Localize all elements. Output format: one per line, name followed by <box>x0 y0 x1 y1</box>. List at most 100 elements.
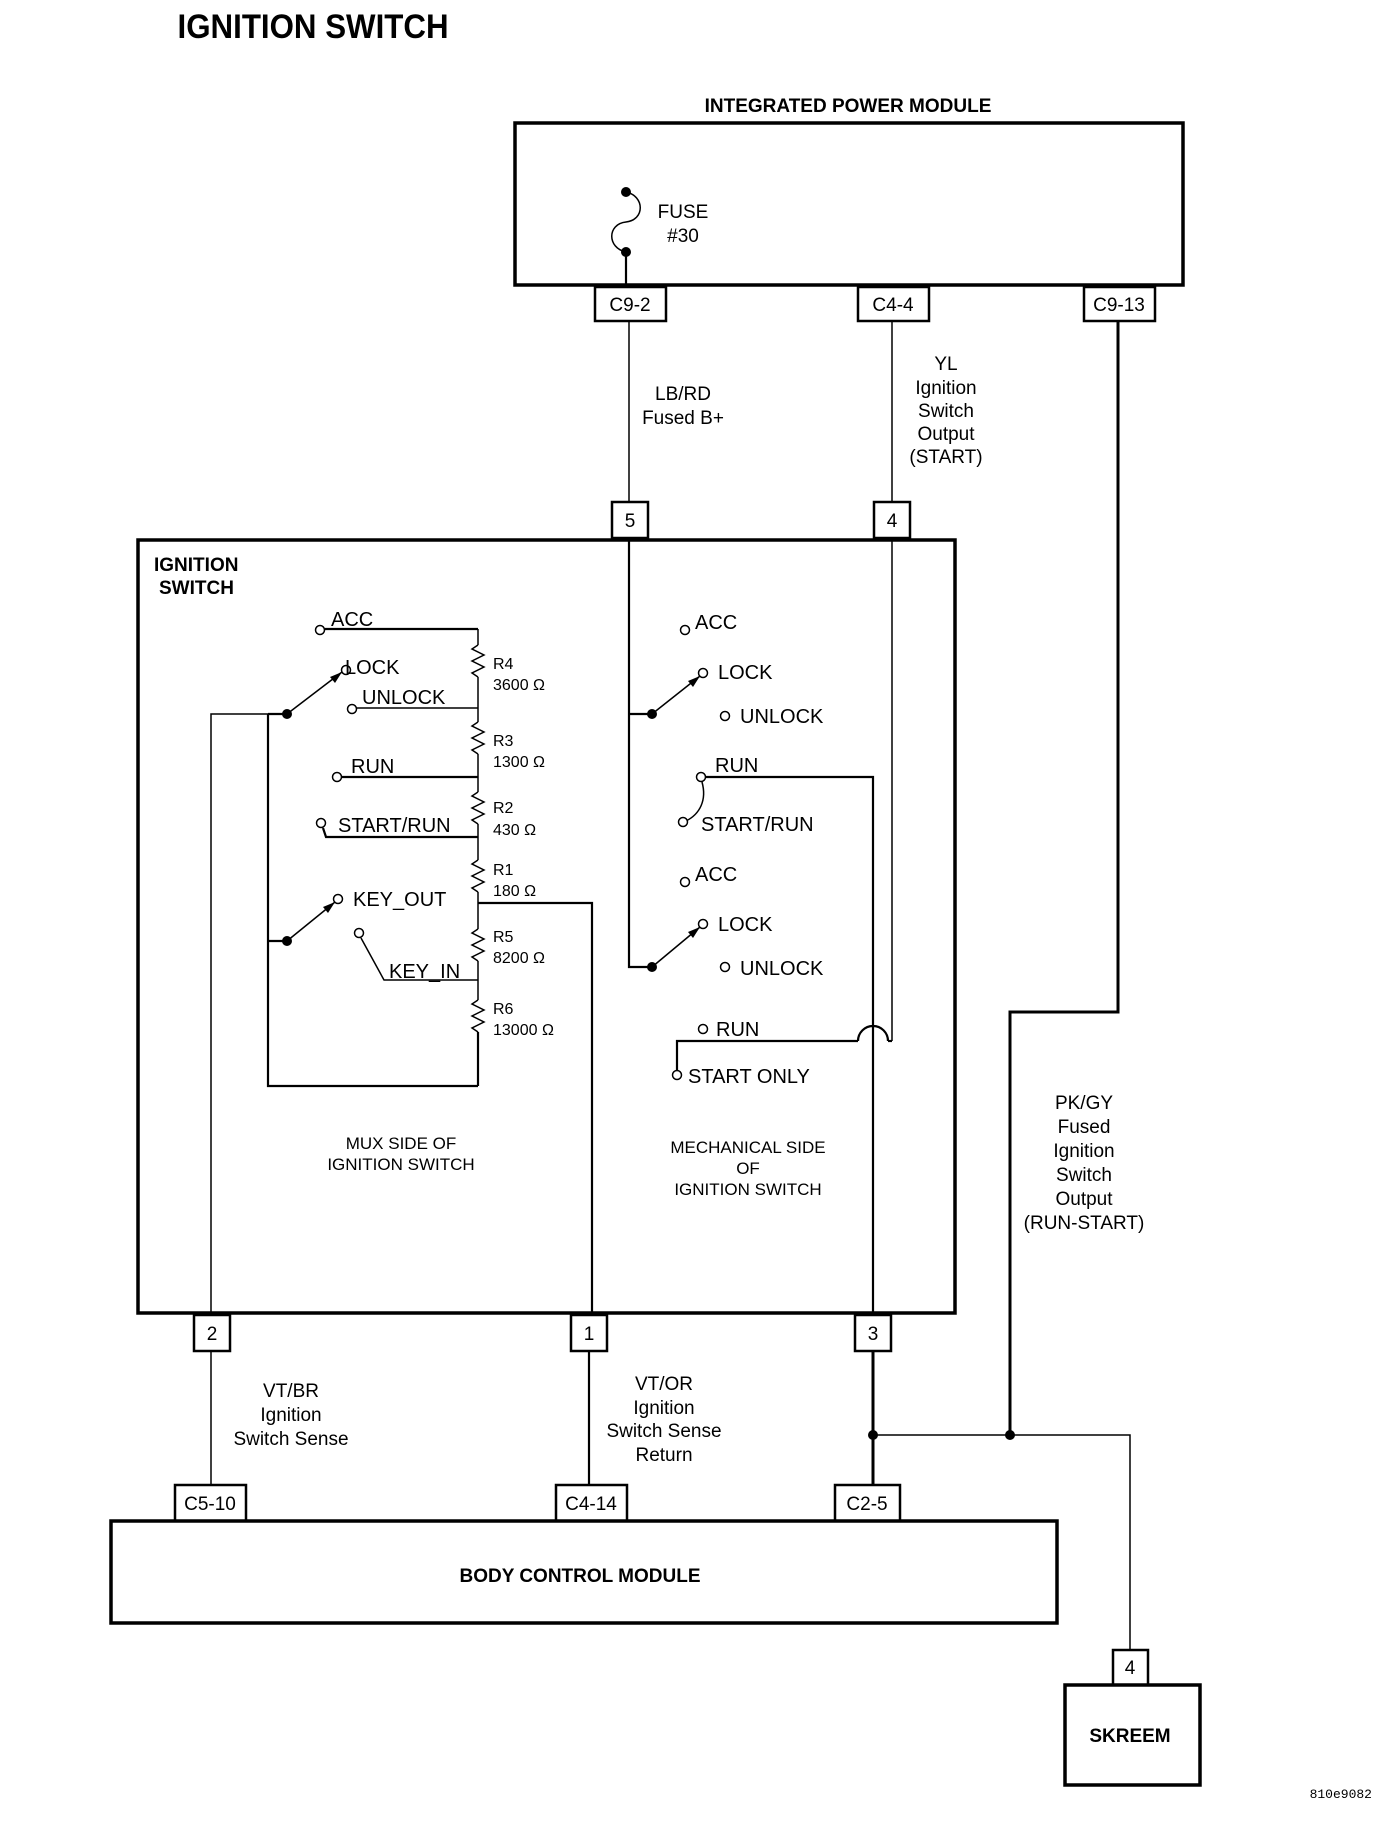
wire-yl-desc-3: Output <box>917 424 975 445</box>
mech-lower-lock: LOCK <box>718 914 773 936</box>
resistor-r2-value: 430 Ω <box>493 822 536 839</box>
svg-text:C5-10: C5-10 <box>184 1494 236 1515</box>
svg-text:C9-13: C9-13 <box>1093 295 1145 316</box>
wire-vt-or-desc-1: Ignition <box>633 1398 694 1419</box>
resistor-r4-value: 3600 Ω <box>493 677 545 694</box>
svg-text:2: 2 <box>207 1324 218 1345</box>
ignition-pin-2: 2 <box>192 1313 232 1353</box>
resistor-r5-name: R5 <box>493 929 514 946</box>
svg-text:4: 4 <box>887 511 898 532</box>
wire-lb-rd-desc: Fused B+ <box>642 408 724 429</box>
ignition-switch-label-2: SWITCH <box>159 578 234 599</box>
wire-pk-gy-desc-5: (RUN-START) <box>1024 1213 1145 1234</box>
wire-vt-br-desc-1: Ignition <box>260 1405 321 1426</box>
wire-skreem-feed <box>873 1434 1131 1650</box>
mux-pos-lock: LOCK <box>345 657 400 679</box>
resistor-r2-name: R2 <box>493 800 514 817</box>
bcm-label: BODY CONTROL MODULE <box>459 1566 700 1587</box>
mux-pos-run: RUN <box>351 756 394 778</box>
wire-vt-or-color: VT/OR <box>635 1374 693 1395</box>
ignition-switch-label-1: IGNITION <box>154 555 238 576</box>
mech-switch-upper <box>647 624 875 1313</box>
mech-lower-start-only: START ONLY <box>688 1066 810 1088</box>
wire-yl-color: YL <box>934 354 957 375</box>
resistor-r3-value: 1300 Ω <box>493 754 545 771</box>
mux-caption-1: MUX SIDE OF <box>346 1134 457 1153</box>
diagram-title: IGNITION SWITCH <box>178 7 449 46</box>
mech-caption-2: OF <box>736 1159 760 1178</box>
ipm-pin-c9-2: C9-2 <box>593 285 668 323</box>
wire-yl-desc-1: Ignition <box>915 378 976 399</box>
bcm-pin-c4-14: C4-14 <box>554 1483 629 1523</box>
wire-vt-or-desc-2: Switch Sense <box>606 1421 721 1442</box>
mux-common-wire <box>210 713 268 1313</box>
fuse-label: FUSE <box>658 202 709 223</box>
splice-dot-2 <box>1005 1430 1015 1440</box>
svg-text:1: 1 <box>584 1324 595 1345</box>
ignition-pin-4: 4 <box>872 500 912 540</box>
fuse-number: #30 <box>667 226 699 247</box>
figure-id: 810e9082 <box>1310 1787 1372 1802</box>
bcm-pin-c2-5: C2-5 <box>833 1483 902 1523</box>
splice-dot-1 <box>868 1430 878 1440</box>
resistor-r6-value: 13000 Ω <box>493 1022 554 1039</box>
svg-text:C9-2: C9-2 <box>609 295 650 316</box>
ipm-pin-c4-4: C4-4 <box>856 285 931 323</box>
mux-pos-key-out: KEY_OUT <box>353 889 446 911</box>
mux-resistor-ladder <box>266 624 594 1313</box>
ignition-switch-box <box>136 538 957 1315</box>
mech-upper-unlock: UNLOCK <box>740 706 824 728</box>
bcm-pin-c5-10: C5-10 <box>173 1483 248 1523</box>
wire-vt-br-color: VT/BR <box>263 1381 319 1402</box>
mech-b-plus-bus <box>627 538 652 969</box>
svg-text:3: 3 <box>868 1324 879 1345</box>
wire-yl-desc-2: Switch <box>918 401 974 422</box>
resistor-r1-name: R1 <box>493 862 514 879</box>
mux-pos-acc: ACC <box>331 609 373 631</box>
resistor-r5-value: 8200 Ω <box>493 950 545 967</box>
wire-pk-gy-desc-4: Output <box>1055 1189 1113 1210</box>
mech-upper-lock: LOCK <box>718 662 773 684</box>
resistor-r1-value: 180 Ω <box>493 883 536 900</box>
wire-pk-gy-desc-2: Ignition <box>1053 1141 1114 1162</box>
wire-pk-gy-desc-3: Switch <box>1056 1165 1112 1186</box>
wire-vt-br-desc-2: Switch Sense <box>233 1429 348 1450</box>
svg-text:C4-14: C4-14 <box>565 1494 617 1515</box>
skreem-box <box>1063 1683 1202 1787</box>
resistor-r4-name: R4 <box>493 656 514 673</box>
mech-caption-1: MECHANICAL SIDE <box>670 1138 825 1157</box>
mux-caption-2: IGNITION SWITCH <box>327 1155 474 1174</box>
svg-text:C2-5: C2-5 <box>846 1494 887 1515</box>
wire-pk-gy-desc-1: Fused <box>1058 1117 1111 1138</box>
ignition-pin-5: 5 <box>610 500 650 540</box>
mech-lower-acc: ACC <box>695 864 737 886</box>
mech-upper-start-run: START/RUN <box>701 814 814 836</box>
wire-pk-gy <box>1008 321 1120 1435</box>
mech-lower-unlock: UNLOCK <box>740 958 824 980</box>
svg-text:5: 5 <box>625 511 636 532</box>
fuse-icon <box>611 187 641 257</box>
mech-switch-lower <box>647 538 893 1081</box>
wire-vt-or-desc-3: Return <box>635 1445 692 1466</box>
mech-upper-run: RUN <box>715 755 758 777</box>
ignition-pin-1: 1 <box>569 1313 609 1353</box>
resistor-r3-name: R3 <box>493 733 514 750</box>
ignition-pin-3: 3 <box>853 1313 893 1353</box>
svg-text:C4-4: C4-4 <box>872 295 914 316</box>
resistor-r6-name: R6 <box>493 1001 514 1018</box>
mux-pos-unlock: UNLOCK <box>362 687 446 709</box>
bcm-box <box>109 1519 1059 1625</box>
svg-text:4: 4 <box>1125 1658 1136 1679</box>
mech-caption-3: IGNITION SWITCH <box>674 1180 821 1199</box>
skreem-label: SKREEM <box>1089 1726 1170 1747</box>
ipm-label: INTEGRATED POWER MODULE <box>705 96 992 117</box>
mech-lower-run: RUN <box>716 1019 759 1041</box>
ipm-pin-c9-13: C9-13 <box>1082 285 1157 323</box>
mux-switch-lock <box>268 664 352 719</box>
wire-lb-rd-color: LB/RD <box>655 384 711 405</box>
skreem-pin-4: 4 <box>1111 1648 1150 1687</box>
mech-upper-acc: ACC <box>695 612 737 634</box>
wire-pk-gy-color: PK/GY <box>1055 1093 1113 1114</box>
mux-pos-start-run: START/RUN <box>338 815 451 837</box>
